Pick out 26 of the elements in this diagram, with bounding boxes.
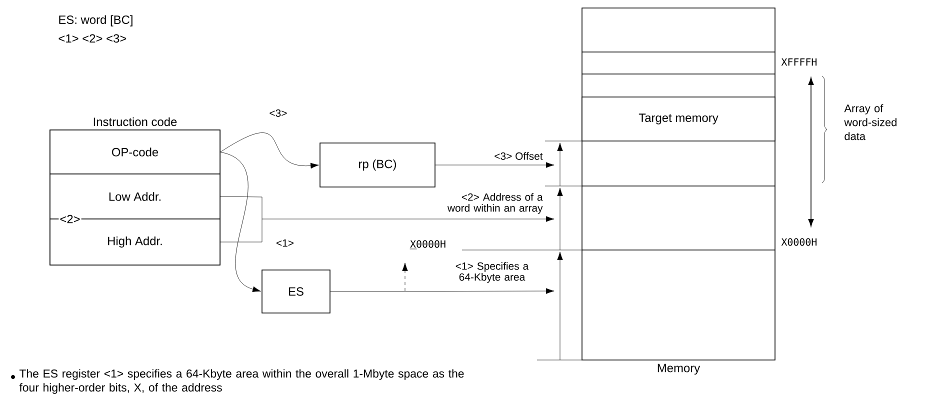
arrow [220,132,319,169]
edge-label: <1> Specifies a 64-Kbyte area [456,262,529,283]
callout-number: <2> [60,214,80,224]
callout-numbers: <1> <2> <3> [58,34,126,43]
note-text: The ES register <1> specifies a 64-Kbyte area within the overall 1-Mbyte space as the four higher-order bits, X, of the address [19,369,464,394]
connector-line [220,218,262,242]
arrow [435,162,554,168]
memory-cell: Target memory [582,96,776,142]
arrow [330,288,554,294]
edge-label: <2> Address of a word within an array [447,193,543,214]
node-label: Memory [658,364,700,375]
field-cell: OP-code [50,130,220,174]
edge-label: <3> [270,109,287,117]
address-label: X0000H [410,240,446,248]
register-box: ES [262,270,330,314]
arrow [220,152,261,292]
register-box: rp (BC) [320,142,436,188]
address-label: X0000H [781,238,817,246]
title-text: ES: word [BC] [59,15,132,26]
connector-line [220,196,262,220]
edge-label: <1> [276,239,294,247]
arrow [262,216,554,222]
edge-label: <3> Offset [494,152,543,160]
brace-label: Array of word-sized data [844,104,896,140]
address-label: XFFFFH [781,58,817,66]
node-label: Instruction code [94,117,177,126]
